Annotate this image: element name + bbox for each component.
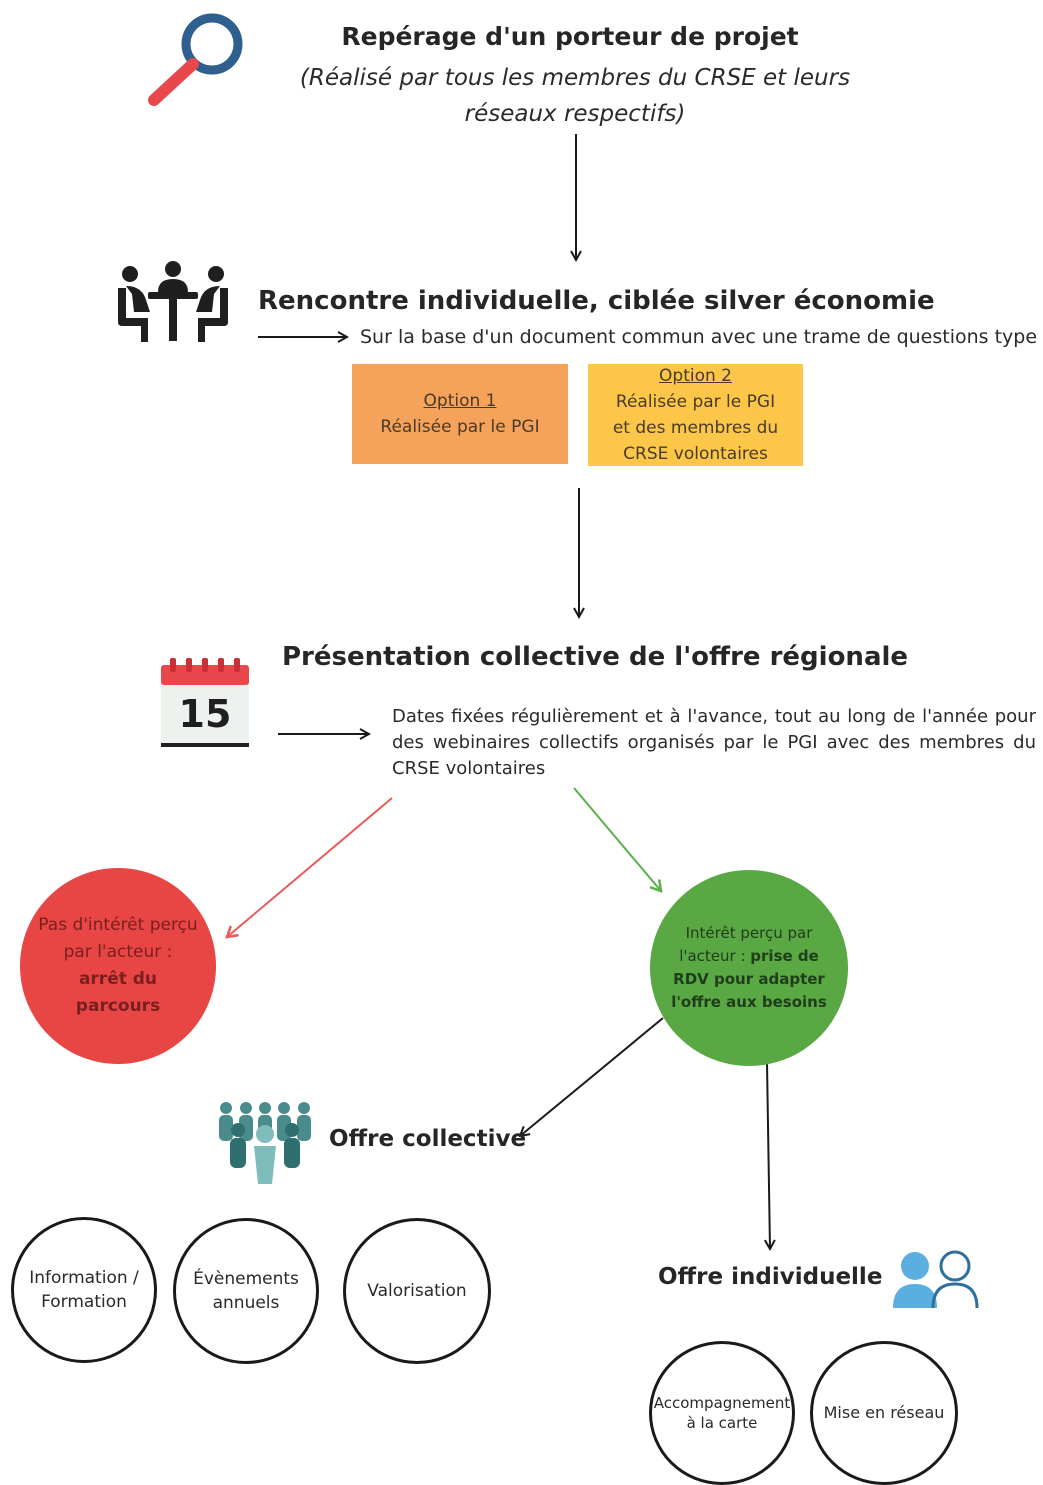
individual-title: Offre individuelle [658,1264,883,1290]
calendar-icon: 15 [161,658,249,747]
magnifier-icon [148,13,243,106]
arrow-to-collective [520,1017,664,1136]
individual-item: Accompagnement à la carte [649,1341,795,1485]
interest-bubble: Intérêt perçu par l'acteur : prise de RD… [650,870,848,1066]
no-interest-bubble: Pas d'intérêt perçu par l'acteur : arrêt… [20,868,216,1064]
arrow-to-interest [573,787,661,891]
arrow-to-individual [767,1062,770,1249]
option-2-line: et des membres du [612,418,779,438]
option-2-line: CRSE volontaires [623,444,768,464]
option-2-title: Option 2 [659,366,732,386]
arrow-to-no-interest [227,797,393,937]
option-2-box: Option 2 Réalisée par le PGI et des memb… [588,364,803,466]
step3-title: Présentation collective de l'offre régio… [282,642,909,672]
interest-text: Intérêt perçu par l'acteur : [679,924,813,965]
no-interest-bold: arrêt du parcours [75,969,161,1016]
collective-title: Offre collective [329,1126,527,1152]
option-2-line: Réalisée par le PGI [615,392,776,412]
option-1-box: Option 1 Réalisée par le PGI [352,364,568,464]
individual-item: Mise en réseau [810,1341,958,1485]
two-people-icon [893,1250,979,1309]
option-1-title: Option 1 [423,391,497,411]
step2-note: Sur la base d'un document commun avec un… [360,326,1038,348]
calendar-day: 15 [179,692,232,736]
step2-title: Rencontre individuelle, ciblée silver éc… [258,286,935,316]
collective-item: Valorisation [343,1218,491,1364]
option-1-line: Réalisée par le PGI [380,417,540,437]
collective-item: Information / Formation [11,1217,157,1363]
group-people-icon [219,1102,311,1184]
step1-title: Repérage d'un porteur de projet [341,22,799,51]
interest-bold: prise de RDV pour adapter l'offre aux be… [671,947,827,1011]
collective-item: Évènements annuels [173,1218,319,1364]
step1-subtitle: (Réalisé par tous les membres du CRSE et… [299,65,851,127]
meeting-table-icon [118,261,228,342]
step3-note: Dates fixées régulièrement et à l'avance… [392,706,1036,779]
no-interest-text: Pas d'intérêt perçu par l'acteur : [38,915,198,962]
